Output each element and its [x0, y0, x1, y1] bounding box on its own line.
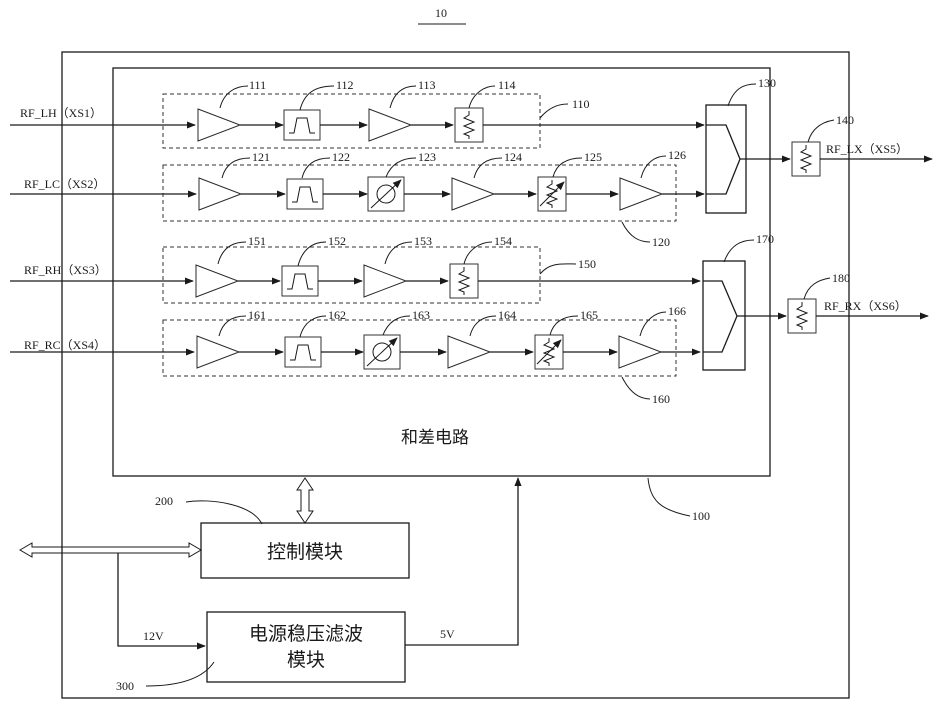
channel-120-box: [163, 165, 676, 221]
bandpass-filter-162-icon: [285, 337, 321, 367]
svg-text:153: 153: [414, 234, 432, 248]
svg-text:126: 126: [668, 148, 686, 162]
attenuator-114-icon: [455, 108, 483, 142]
svg-text:130: 130: [758, 76, 776, 90]
amplifier-113-icon: [369, 109, 411, 141]
svg-text:163: 163: [412, 308, 430, 322]
port-in-lc: RF_LC（XS2）: [24, 177, 105, 191]
svg-text:110: 110: [572, 97, 590, 111]
svg-text:151: 151: [248, 234, 266, 248]
svg-text:170: 170: [756, 232, 774, 246]
bandpass-filter-152-icon: [282, 266, 318, 296]
amplifier-153-icon: [364, 265, 406, 297]
control-module-label: 控制模块: [267, 541, 343, 563]
svg-text:111: 111: [249, 78, 266, 92]
svg-text:161: 161: [248, 308, 266, 322]
svg-text:164: 164: [498, 308, 516, 322]
port-in-rc: RF_RC（XS4）: [24, 338, 106, 352]
amplifier-126-icon: [620, 178, 662, 210]
ref-300: 300: [116, 679, 134, 693]
amplifier-124-icon: [452, 178, 494, 210]
variable-attenuator-125-icon: [538, 177, 566, 211]
leader-100: [648, 478, 690, 516]
attenuator-154-icon: [450, 264, 478, 298]
svg-text:166: 166: [668, 304, 686, 318]
svg-text:180: 180: [832, 271, 850, 285]
external-bus-arrow: [20, 543, 201, 557]
svg-text:140: 140: [836, 113, 854, 127]
svg-text:122: 122: [332, 150, 350, 164]
label-12v: 12V: [143, 629, 164, 643]
svg-text:150: 150: [578, 257, 596, 271]
figure-number: 10: [435, 6, 447, 20]
svg-text:152: 152: [328, 234, 346, 248]
phase-shifter-123-icon: [368, 177, 404, 211]
bandpass-filter-122-icon: [287, 179, 323, 209]
port-out-rx: RF_RX（XS6）: [824, 299, 907, 313]
svg-text:154: 154: [494, 234, 512, 248]
svg-text:124: 124: [504, 150, 522, 164]
svg-text:125: 125: [584, 150, 602, 164]
amplifier-151-icon: [196, 265, 238, 297]
control-bus-arrow: [297, 478, 313, 523]
label-5v: 5V: [440, 627, 455, 641]
sum-diff-circuit-label: 和差电路: [401, 428, 469, 448]
port-in-rh: RF_RH（XS3）: [24, 263, 107, 277]
amplifier-121-icon: [199, 178, 241, 210]
ref-100: 100: [692, 509, 710, 523]
svg-text:162: 162: [328, 308, 346, 322]
power-module-label-2: 模块: [287, 649, 325, 671]
ref-200: 200: [155, 494, 173, 508]
amplifier-161-icon: [197, 336, 239, 368]
port-in-lh: RF_LH（XS1）: [20, 106, 102, 120]
module-100-frame: [62, 52, 849, 698]
power-module-label-1: 电源稳压滤波: [249, 623, 363, 645]
svg-text:120: 120: [652, 235, 670, 249]
svg-text:160: 160: [652, 392, 670, 406]
svg-text:114: 114: [498, 78, 516, 92]
port-out-lx: RF_LX（XS5）: [826, 142, 908, 156]
svg-text:112: 112: [336, 78, 354, 92]
channel-160-box: [163, 320, 676, 376]
variable-attenuator-165-icon: [535, 335, 563, 369]
svg-text:165: 165: [580, 308, 598, 322]
amplifier-164-icon: [448, 336, 490, 368]
svg-text:123: 123: [418, 150, 436, 164]
amplifier-166-icon: [619, 336, 661, 368]
svg-text:121: 121: [252, 150, 270, 164]
attenuator-140-icon: [792, 142, 820, 176]
svg-text:113: 113: [418, 78, 436, 92]
bandpass-filter-112-icon: [284, 110, 320, 140]
wire-5v: [405, 478, 518, 645]
attenuator-180-icon: [788, 299, 816, 333]
phase-shifter-163-icon: [364, 335, 400, 369]
amplifier-111-icon: [198, 109, 240, 141]
